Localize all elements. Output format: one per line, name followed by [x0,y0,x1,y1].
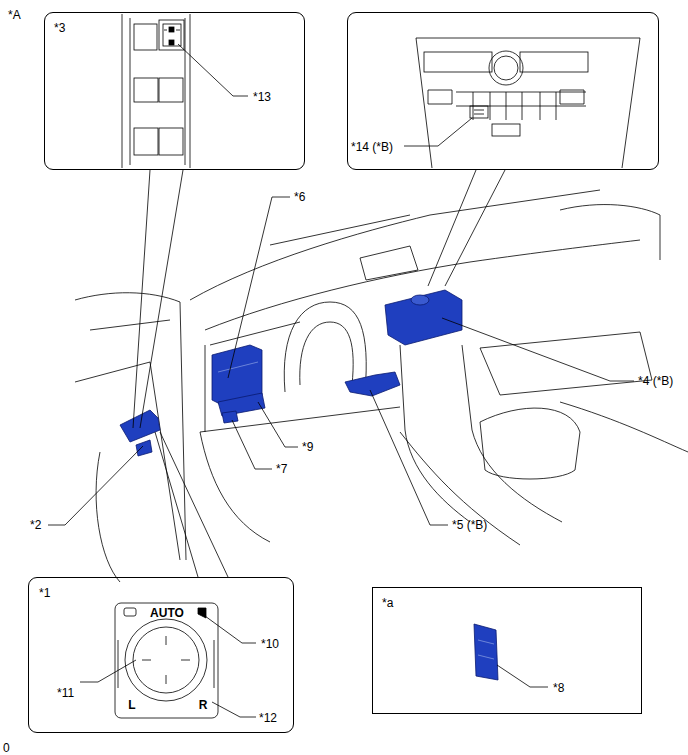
callout-number: *11 [57,686,74,700]
switch-legend: AUTO [150,606,184,620]
callout-number: *7 [276,462,287,476]
inset-box: *14 (*B) [347,12,659,170]
figure-id: 0 [3,741,10,755]
inset-box: *a *8 [372,587,642,714]
callout-number: *14 (*B) [351,140,393,154]
leader-lines [48,44,634,717]
car-interior-lines [75,190,688,582]
switch-legend: R [199,698,208,712]
callout-number: *12 [259,711,277,725]
component-parts [120,290,498,680]
inset-label: *1 [39,586,50,600]
inset-label: *3 [54,21,65,35]
callout-number: *5 (*B) [452,518,487,532]
inset-box: *3 *13 [44,12,305,170]
callout-number: *13 [253,90,271,104]
view-label: *A [8,8,21,22]
callout-number: *6 [294,190,305,204]
inset-label: *a [382,596,393,610]
switch-legend: L [128,698,135,712]
inset-details [115,14,640,718]
callout-number: *9 [302,440,313,454]
callout-number: *10 [261,637,279,651]
inset-box: *1AUTO L R *10 *11 *12 [28,577,294,733]
callout-number: *8 [553,681,564,695]
callout-number: *2 [30,518,41,532]
callout-number: *4 (*B) [638,374,673,388]
